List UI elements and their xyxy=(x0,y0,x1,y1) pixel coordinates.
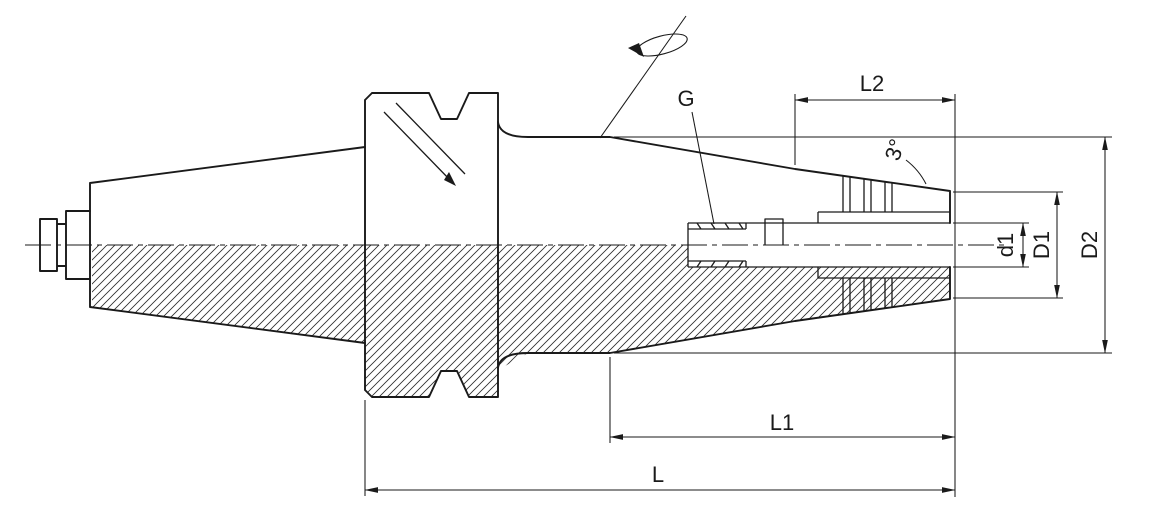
pull-stud-profile xyxy=(39,210,91,280)
label-G: G xyxy=(677,86,694,111)
nose-ring-grooves xyxy=(842,176,893,314)
hatch-flange xyxy=(365,245,498,397)
thread-G-detail xyxy=(688,222,747,268)
label-angle: 3° xyxy=(880,136,910,164)
extension-lines xyxy=(364,94,1112,497)
hatch-taper-shank xyxy=(92,245,365,343)
taper-shank-profile xyxy=(89,146,366,344)
label-D1: D1 xyxy=(1029,231,1054,259)
hatch-body-solid xyxy=(498,245,688,370)
leader-G xyxy=(691,111,715,225)
dimension-lines xyxy=(364,97,1108,493)
label-L2: L2 xyxy=(860,71,884,96)
rotation-arrowhead xyxy=(628,43,644,57)
body-and-nose-profile xyxy=(497,121,951,369)
label-D2: D2 xyxy=(1077,231,1102,259)
rotation-axis-symbol xyxy=(599,15,688,139)
label-L: L xyxy=(652,462,664,487)
bore-lines xyxy=(687,222,950,268)
drive-slot-arrowhead xyxy=(444,172,456,186)
label-d1: d1 xyxy=(993,233,1018,257)
label-L1: L1 xyxy=(770,410,794,435)
nose-inner-lines xyxy=(817,211,950,279)
section-hatching xyxy=(92,245,950,397)
tool-holder-outline xyxy=(39,92,951,398)
leader-angle xyxy=(905,159,927,185)
extension-line-set xyxy=(364,94,1112,497)
rotation-axis-line xyxy=(599,15,687,139)
drive-slot-lines xyxy=(383,102,466,182)
coolant-plug-detail xyxy=(764,218,784,245)
flange-profile xyxy=(364,92,499,398)
